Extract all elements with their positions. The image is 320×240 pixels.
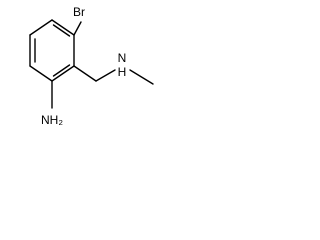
- ring-double-bond-top-right: [52, 24, 71, 37]
- benzene-ring: [29, 19, 75, 82]
- amine-h-label: H: [118, 65, 127, 79]
- ring-double-bond-bottom-right: [52, 64, 71, 77]
- bond-c-br: [73, 21, 82, 36]
- ring-bond-top-right: [51, 19, 75, 36]
- ring-bond-bottom-left: [29, 65, 53, 82]
- nh2-label: NH₂: [41, 113, 63, 127]
- bond-ring-ch2: [73, 65, 97, 82]
- ring-bond-bottom-right: [51, 65, 75, 82]
- structure-diagram: Br N H NH₂: [29, 5, 154, 127]
- bromine-label: Br: [73, 5, 85, 19]
- bond-ch2-n: [95, 69, 116, 82]
- amine-n-label: N: [118, 51, 127, 65]
- bond-n-ch3: [129, 69, 154, 85]
- ring-bond-top-left: [29, 19, 53, 36]
